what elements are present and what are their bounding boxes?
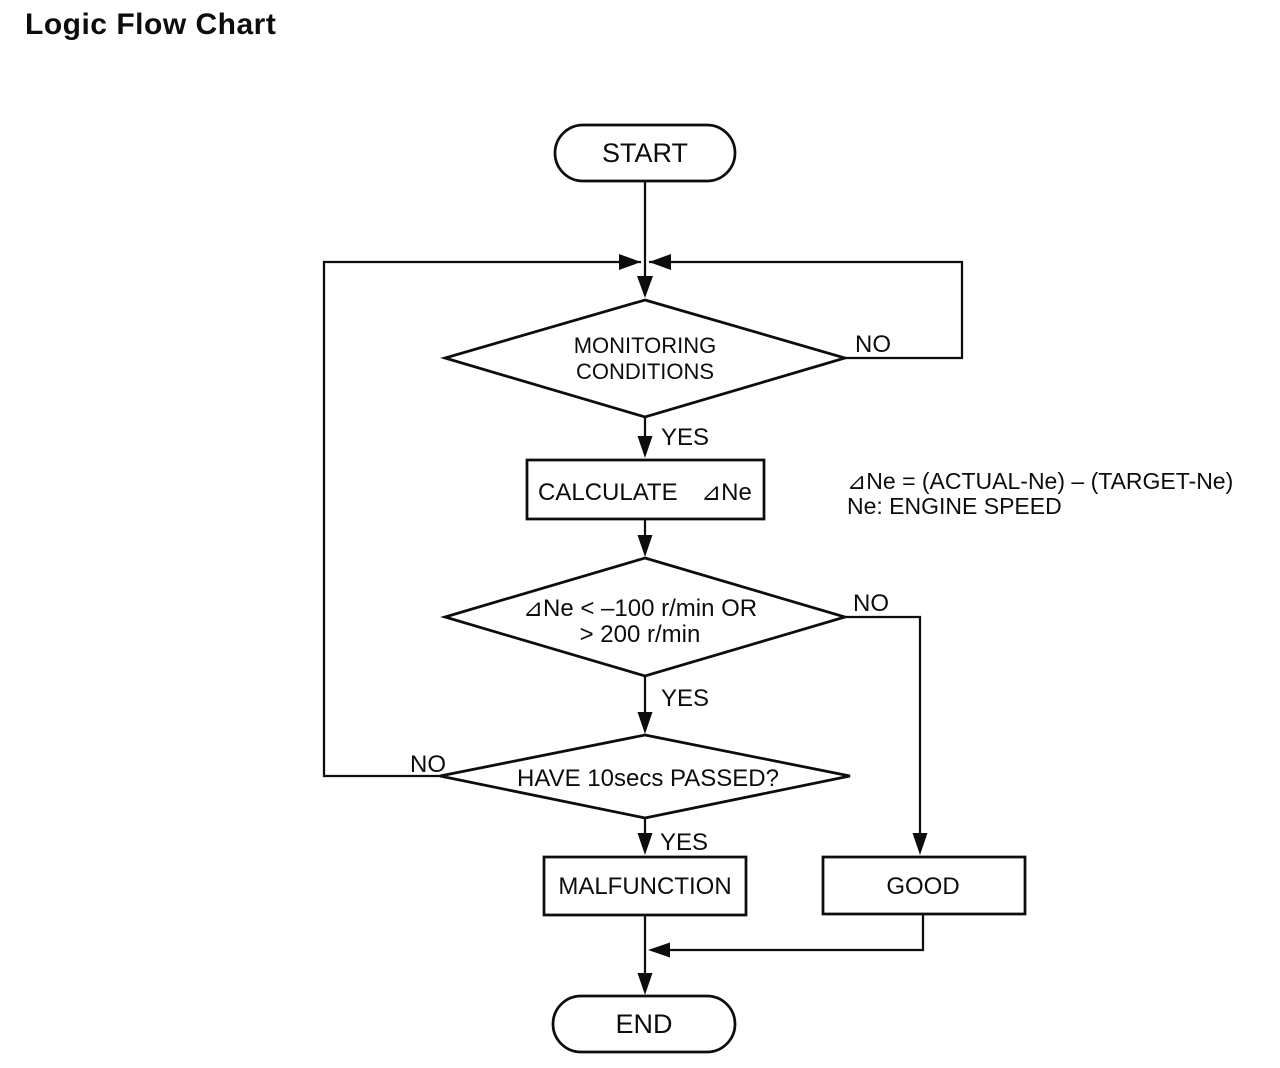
page-title: Logic Flow Chart <box>25 8 277 41</box>
calculate-process-node: CALCULATE ⊿Ne <box>525 458 766 521</box>
start-label: START <box>602 138 688 168</box>
arrowhead-down-icon <box>637 712 653 734</box>
calculate-operand-label: ⊿Ne <box>701 479 752 506</box>
end-node: END <box>551 994 737 1054</box>
delta-decision-node: ⊿Ne < –100 r/min OR > 200 r/min NO YES <box>440 556 889 712</box>
timer-no-return-loop <box>322 260 641 778</box>
monitoring-no-label: NO <box>855 331 891 358</box>
delta-no-connector <box>845 615 922 835</box>
monitoring-line2: CONDITIONS <box>576 359 714 384</box>
malfunction-label: MALFUNCTION <box>558 873 731 900</box>
delta-yes-label: YES <box>661 685 709 712</box>
calculate-label: CALCULATE <box>538 479 678 506</box>
connectors <box>322 181 964 995</box>
timer-decision-diamond <box>439 733 851 820</box>
arrowhead-down-icon <box>912 833 928 855</box>
start-terminator-shape <box>553 123 737 183</box>
arrowhead-down-icon <box>637 535 653 557</box>
good-process-node: GOOD <box>821 855 1027 916</box>
timer-decision-node: HAVE 10secs PASSED? NO YES <box>410 733 851 856</box>
delta-no-label: NO <box>853 590 889 617</box>
arrowhead-down-icon <box>637 276 653 298</box>
malfunction-process-node: MALFUNCTION <box>542 855 748 917</box>
calculate-process-shape <box>525 458 766 521</box>
monitoring-no-return-loop <box>649 260 964 360</box>
arrowhead-right-icon <box>619 254 641 270</box>
good-label: GOOD <box>886 873 959 900</box>
end-terminator-shape <box>551 994 737 1054</box>
monitoring-decision-node: MONITORING CONDITIONS NO YES <box>440 298 891 451</box>
arrowhead-down-icon <box>637 833 653 855</box>
annotation-line1: ⊿Ne = (ACTUAL-Ne) – (TARGET-Ne) <box>847 468 1233 494</box>
monitoring-line1: MONITORING <box>574 333 717 358</box>
malfunction-process-shape <box>542 855 748 917</box>
delta-line1: ⊿Ne < –100 r/min OR <box>523 595 757 622</box>
start-node: START <box>553 123 737 183</box>
monitoring-yes-label: YES <box>661 424 709 451</box>
good-process-shape <box>821 855 1027 916</box>
arrowhead-down-icon <box>637 973 653 995</box>
arrowhead-down-icon <box>637 436 653 458</box>
end-label: END <box>615 1009 672 1039</box>
timer-yes-label: YES <box>660 829 708 856</box>
timer-label: HAVE 10secs PASSED? <box>517 765 779 792</box>
delta-line2: > 200 r/min <box>580 621 701 648</box>
arrowhead-left-icon <box>648 942 670 958</box>
monitoring-decision-diamond <box>440 298 850 419</box>
delta-decision-diamond <box>440 556 850 678</box>
arrowhead-left-icon <box>649 254 671 270</box>
good-merge-connector <box>670 914 925 952</box>
delta-annotation: ⊿Ne = (ACTUAL-Ne) – (TARGET-Ne) Ne: ENGI… <box>847 468 1233 519</box>
timer-no-label: NO <box>410 751 446 778</box>
annotation-line2: Ne: ENGINE SPEED <box>847 493 1062 519</box>
